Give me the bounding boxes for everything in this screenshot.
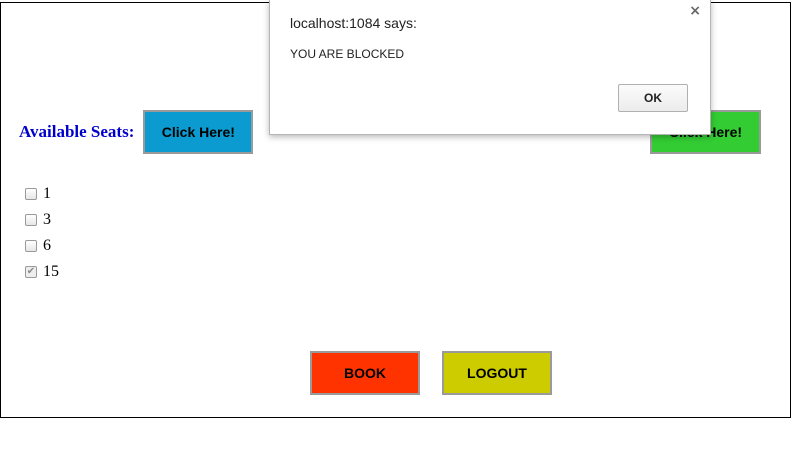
seat-label: 3 — [43, 211, 51, 228]
seat-list: 1 3 6 ✔ 15 — [25, 181, 59, 285]
close-icon[interactable]: × — [689, 3, 701, 19]
seat-item: 6 — [25, 233, 59, 259]
dialog-message: YOU ARE BLOCKED — [290, 47, 405, 61]
seat-checkbox-checked[interactable]: ✔ — [25, 266, 37, 278]
seat-item: 1 — [25, 181, 59, 207]
seat-label: 15 — [43, 263, 59, 280]
available-seats-label: Available Seats: — [19, 122, 135, 141]
seat-checkbox[interactable] — [25, 188, 37, 200]
alert-dialog: localhost:1084 says: YOU ARE BLOCKED × O… — [269, 0, 711, 135]
book-button[interactable]: BOOK — [310, 351, 420, 395]
seat-label: 1 — [43, 185, 51, 202]
seat-label: 6 — [43, 237, 51, 254]
seat-item: 3 — [25, 207, 59, 233]
click-here-button[interactable]: Click Here! — [143, 110, 254, 154]
seat-item: ✔ 15 — [25, 259, 59, 285]
seats-row: Available Seats: Click Here! — [19, 110, 254, 154]
logout-button[interactable]: LOGOUT — [442, 351, 552, 395]
seat-checkbox[interactable] — [25, 214, 37, 226]
ok-button[interactable]: OK — [618, 84, 688, 112]
dialog-title: localhost:1084 says: — [290, 15, 417, 31]
seat-checkbox[interactable] — [25, 240, 37, 252]
